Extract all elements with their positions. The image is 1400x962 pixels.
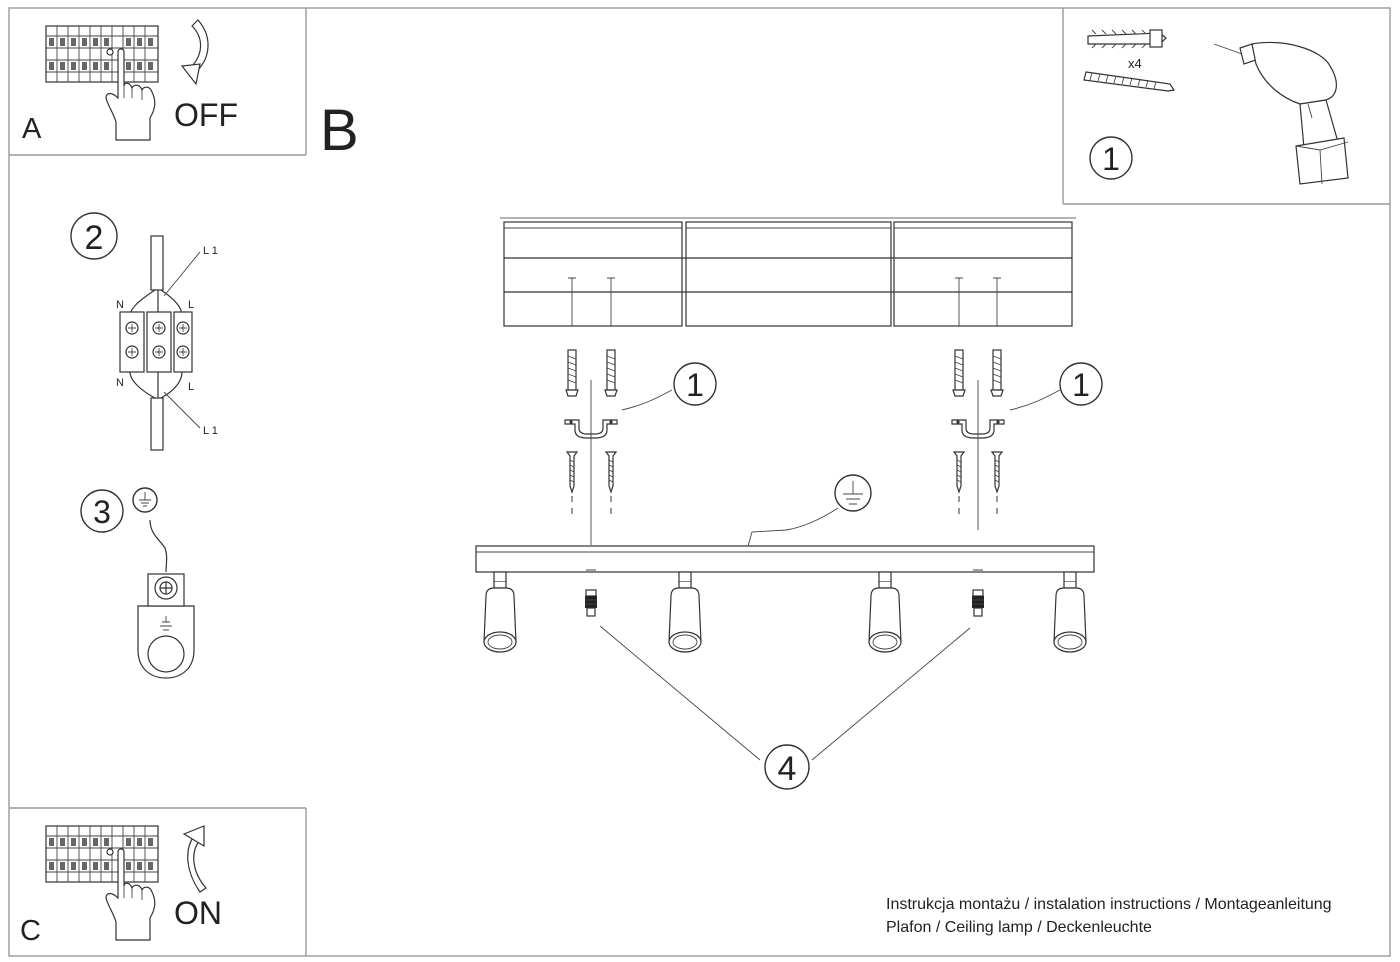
tools-step-number: 1: [1102, 141, 1120, 177]
wall-plug-icon: [1087, 29, 1167, 49]
n-top-label: N: [116, 299, 124, 311]
spotlight-icon: [668, 571, 702, 653]
breaker-panel-icon: [45, 825, 159, 883]
lamp-rail: [475, 545, 1095, 573]
ground-diagram: 3: [80, 487, 195, 679]
footer-line-2: Plafon / Ceiling lamp / Deckenleuchte: [886, 919, 1152, 936]
panel-c-letter: C: [20, 915, 41, 947]
l1-bottom-label: L 1: [203, 425, 218, 437]
ground-symbol-icon: [132, 487, 158, 513]
mounting-set-right: [951, 349, 1005, 530]
wiring-step-number: 2: [85, 219, 104, 257]
arrow-down-icon: [180, 19, 209, 86]
rail-mounting-screws: [584, 569, 985, 617]
on-label: ON: [174, 895, 222, 931]
panel-a-letter: A: [22, 113, 42, 145]
step-2-circle: [70, 212, 118, 260]
l-bottom-label: L: [188, 381, 194, 393]
callout-right: 1: [1072, 367, 1090, 403]
l-top-label: L: [188, 299, 194, 311]
mounting-set-left: [564, 349, 618, 545]
footer-line-1: Instrukcja montażu / instalation instruc…: [886, 896, 1332, 913]
panel-b-letter: B: [320, 98, 359, 163]
callout-bottom: 4: [778, 750, 797, 788]
sheet-frame: [8, 7, 1391, 957]
panel-a: A OFF: [9, 8, 307, 156]
wiring-diagram: 2 L 1 N L N L L 1: [70, 212, 218, 451]
n-bottom-label: N: [116, 377, 124, 389]
breaker-panel-icon: [45, 25, 159, 83]
screw-icon: [1083, 71, 1176, 92]
l1-top-label: L 1: [203, 245, 218, 257]
tools-panel: x4 1: [1062, 8, 1390, 205]
ground-step-number: 3: [93, 494, 111, 530]
panel-c: C ON: [9, 807, 307, 956]
drill-icon: [1213, 41, 1349, 185]
ceiling: [500, 217, 1076, 327]
arrow-up-icon: [182, 825, 207, 893]
quantity-label: x4: [1128, 56, 1142, 71]
terminal-block-icon: [119, 311, 193, 373]
spotlight-icon: [868, 571, 902, 653]
spotlight-icon: [1053, 571, 1087, 653]
callout-left: 1: [686, 367, 704, 403]
ground-symbol-icon: [834, 474, 872, 512]
footer-caption: Instrukcja montażu / instalation instruc…: [886, 893, 1386, 939]
off-label: OFF: [174, 97, 238, 133]
spotlight-icon: [483, 571, 517, 653]
ground-terminal-icon: [137, 573, 195, 679]
